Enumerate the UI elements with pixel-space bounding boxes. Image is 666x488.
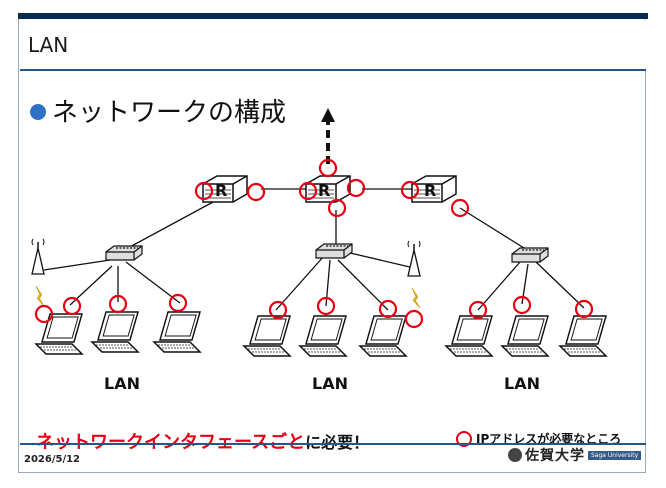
ip-marker-circle	[468, 300, 488, 320]
laptop-icon	[501, 315, 549, 357]
router-right: R	[411, 175, 457, 203]
ip-marker-circle	[404, 309, 424, 329]
ip-marker-circle	[400, 180, 420, 200]
ip-marker-circle	[346, 178, 366, 198]
router-label: R	[424, 181, 436, 200]
bullet-icon	[30, 103, 46, 120]
laptop-icon	[299, 315, 347, 357]
lightning-icon	[35, 285, 45, 307]
laptop-icon	[243, 315, 291, 357]
legend-text: IPアドレスが必要なところ	[476, 432, 622, 446]
lightning-icon	[411, 287, 421, 309]
laptop-icon	[91, 311, 139, 353]
heading-text: ネットワークの構成	[52, 98, 287, 128]
university-logo: 佐賀大学 Saga University	[508, 446, 642, 464]
title-bar: LAN	[20, 20, 646, 70]
laptop-icon	[559, 315, 607, 357]
lan-label: LAN	[312, 374, 348, 393]
ip-marker-circle	[62, 296, 82, 316]
top-bar	[18, 13, 648, 19]
router-label: R	[318, 181, 330, 200]
ip-marker-circle	[246, 182, 266, 202]
interface-note-highlight: ネットワークインタフェースごと	[36, 432, 306, 453]
switch-hub-icon	[511, 247, 549, 263]
ip-marker-circle	[512, 295, 532, 315]
ip-marker-circle	[327, 198, 347, 218]
ip-marker-circle	[108, 294, 128, 314]
ip-marker-circle	[318, 158, 338, 178]
university-emblem-icon	[508, 448, 522, 462]
laptop-icon	[445, 315, 493, 357]
ip-marker-circle	[168, 293, 188, 313]
interface-note: ネットワークインタフェースごとに必要！	[36, 428, 369, 454]
logo-badge: Saga University	[588, 450, 642, 460]
logo-text: 佐賀大学	[525, 448, 585, 464]
laptop-icon	[359, 315, 407, 357]
footer-rule	[20, 443, 646, 445]
lan-label: LAN	[504, 374, 540, 393]
heading: ネットワークの構成	[30, 92, 286, 129]
laptop-icon	[35, 313, 83, 355]
switch-hub-icon	[105, 245, 143, 261]
upstream-arrow-icon	[321, 108, 335, 164]
router-label: R	[215, 181, 227, 200]
title-rule	[20, 69, 646, 71]
ip-marker-circle	[378, 299, 398, 319]
slide-title: LAN	[28, 33, 69, 57]
wireless-antenna-icon	[31, 238, 45, 275]
slide-date: 2026/5/12	[24, 454, 81, 465]
ip-marker-circle	[268, 300, 288, 320]
ip-marker-circle	[574, 299, 594, 319]
ip-marker-circle	[316, 296, 336, 316]
interface-note-suffix: に必要！	[305, 433, 369, 452]
legend-circle-icon	[456, 430, 472, 447]
ip-marker-circle	[298, 181, 318, 201]
legend: IPアドレスが必要なところ	[456, 430, 621, 448]
wireless-antenna-icon	[407, 240, 421, 277]
network-links	[43, 188, 585, 311]
ip-markers	[34, 158, 594, 329]
ip-marker-circle	[450, 198, 470, 218]
ip-marker-circle	[194, 181, 214, 201]
router-center: R	[305, 175, 351, 203]
router-left: R	[202, 175, 248, 203]
switch-hub-icon	[315, 243, 353, 259]
ip-marker-circle	[34, 304, 54, 324]
laptop-icon	[153, 311, 201, 353]
lan-label: LAN	[104, 374, 140, 393]
